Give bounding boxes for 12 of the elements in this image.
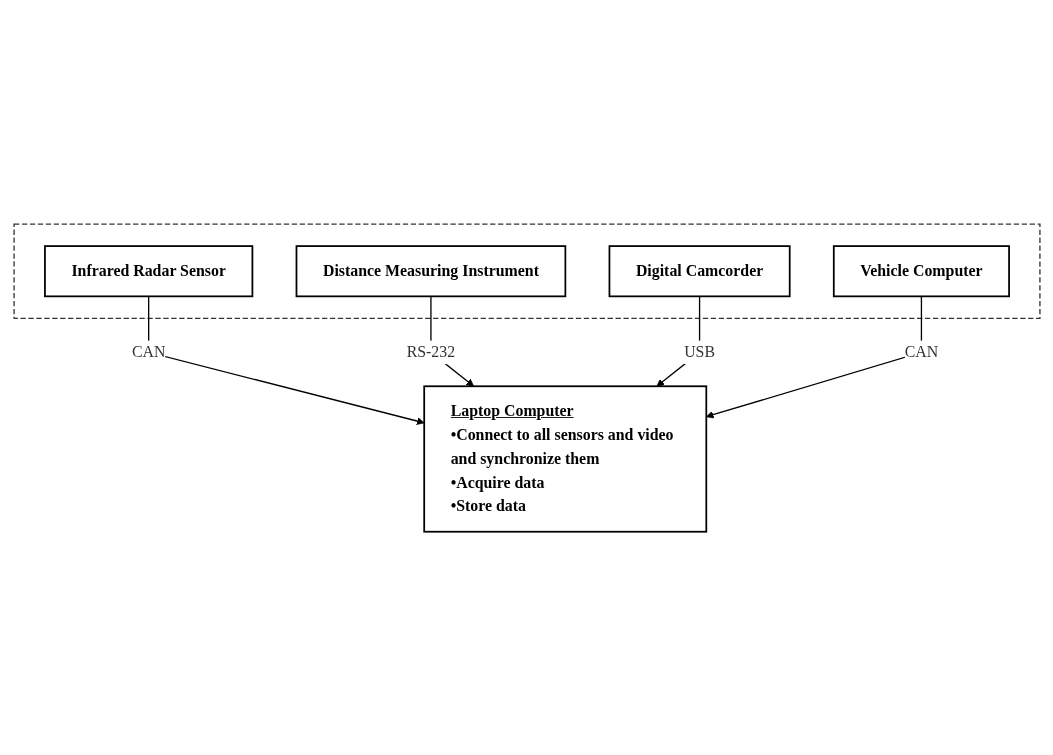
arrow [705,295,922,419]
node-box [832,244,1010,297]
node-box [608,244,791,297]
node-box [43,244,253,297]
node-box [422,385,707,533]
edge-label: RS-232 [406,342,455,361]
edge-label: CAN [131,342,165,361]
cluster [12,223,1041,319]
edge-label: CAN [904,342,938,361]
node-box [295,244,566,297]
block-diagram: CAN RS-232 USB CAN Infrared Radar Sensor Distance Measuring Instrument Digital Camcorder Vehicle Computer Laptop Computer •Connect to all sensors and video and synchronize them •Acquire data •Store data [6,216,1047,539]
edge-label: USB [683,342,715,361]
